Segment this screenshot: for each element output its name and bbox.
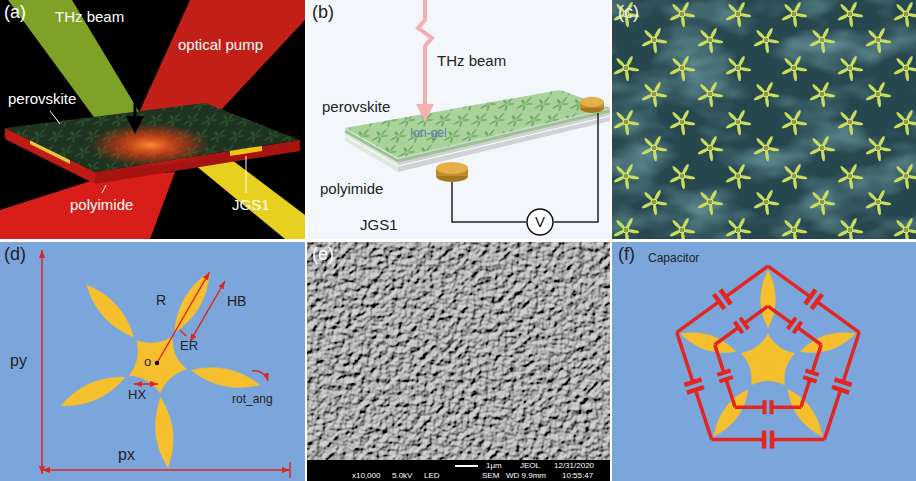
dimension-label: R [156,292,166,308]
origin-label: o [144,355,151,370]
dimension-label: px [118,446,135,464]
layer-label: perovskite [8,90,76,107]
beam-label: THz beam [55,8,124,25]
panel-label: (f) [618,244,635,265]
circle-outline [527,209,553,235]
panel-label: (a) [4,2,26,23]
sem-info: SEM [482,471,499,480]
sem-info: 12/31/2020 [554,461,594,470]
layer-label: JGS1 [232,196,270,213]
layer-label: perovskite [322,98,390,115]
dimension-label: rot_ang [232,393,273,407]
dimension-label: HB [227,293,246,309]
dimension-label: ER [180,339,198,354]
node-text: V [535,213,545,230]
dimension-label: HX [128,388,146,403]
voltage-source: V [526,208,554,236]
panel-label: (e) [312,244,334,265]
beam-label: THz beam [437,52,506,69]
sem-info: JEOL [520,461,540,470]
panel-label: (d) [4,244,26,265]
layer-label: Ion-gel [410,127,447,141]
layer-label: JGS1 [360,216,398,233]
dimension-label: py [10,352,27,370]
sem-info: LED [424,471,440,480]
beam-label: optical pump [178,36,263,53]
sem-info: 5.0kV [392,471,412,480]
sem-info: x10,000 [352,471,380,480]
sem-info: WD 9.9mm [506,471,546,480]
legend-title: Capacitor [648,252,699,266]
layer-label: polyimide [320,180,383,197]
sem-info: 10:55:47 [562,471,593,480]
layer-label: polyimide [70,196,133,213]
panel-label: (b) [312,2,334,23]
panel-label: (c) [618,2,639,23]
scale-bar-label: 1μm [486,461,502,470]
